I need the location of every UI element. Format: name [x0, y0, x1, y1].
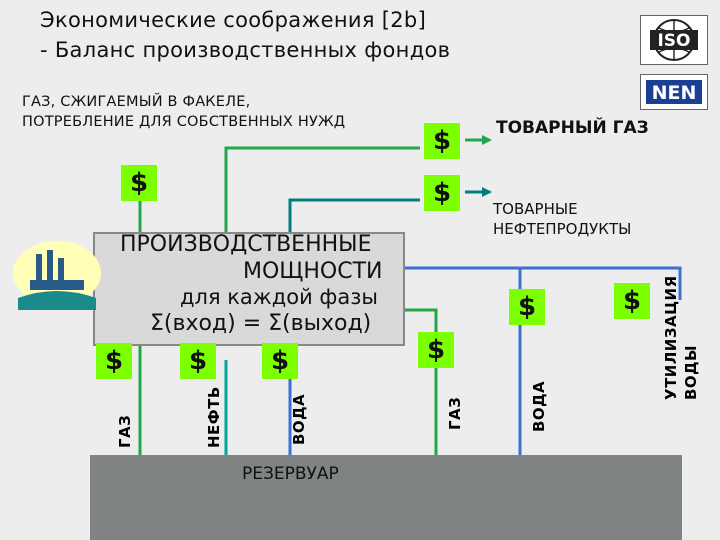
sales-gas-label: ТОВАРНЫЙ ГАЗ — [496, 118, 649, 138]
flared-gas-line — [224, 146, 420, 232]
dollar-gas-in: $ — [96, 343, 132, 379]
gas-out-line — [400, 308, 438, 455]
dollar-gas-out: $ — [418, 332, 454, 368]
oil-products-label-2: НЕФТЕПРОДУКТЫ — [493, 220, 632, 238]
water-out-label: ВОДА — [530, 380, 548, 432]
flared-gas-label-1: ГАЗ, СЖИГАЕМЫЙ В ФАКЕЛЕ, — [22, 94, 251, 110]
svg-text:NEN: NEN — [652, 82, 697, 104]
facility-line-2: МОЩНОСТИ — [243, 259, 383, 284]
gas-out-label: ГАЗ — [446, 396, 464, 430]
dollar-water-disposal: $ — [614, 283, 650, 319]
dollar-water-in: $ — [262, 343, 298, 379]
nen-logo: NEN — [640, 74, 708, 110]
dollar-oil-products: $ — [424, 175, 460, 211]
title-line-2: - Баланс производственных фондов — [40, 38, 451, 62]
facility-line-4: Σ(вход) = Σ(выход) — [150, 311, 372, 336]
facility-icon — [12, 240, 102, 310]
facility-line-3: для каждой фазы — [180, 285, 378, 309]
flared-gas-label-2: ПОТРЕБЛЕНИЕ ДЛЯ СОБСТВЕННЫХ НУЖД — [22, 114, 346, 130]
dollar-flared-gas: $ — [121, 165, 157, 201]
water-disposal-label-2: ВОДЫ — [682, 344, 700, 400]
reservoir-box — [90, 455, 682, 540]
reservoir-label: РЕЗЕРВУАР — [242, 464, 339, 484]
water-in-label: ВОДА — [290, 393, 308, 445]
dollar-oil-in: $ — [180, 343, 216, 379]
facility-line-1: ПРОИЗВОДСТВЕННЫЕ — [120, 232, 372, 257]
oil-products-label-1: ТОВАРНЫЕ — [493, 200, 578, 218]
facility-box — [93, 232, 405, 346]
dollar-water-out: $ — [509, 289, 545, 325]
svg-text:ISO: ISO — [657, 31, 690, 51]
oil-in-label: НЕФТЬ — [205, 386, 223, 448]
gas-in-label: ГАЗ — [116, 414, 134, 448]
title-line-1: Экономические соображения [2b] — [40, 8, 427, 32]
water-disposal-label-1: УТИЛИЗАЦИЯ — [662, 275, 680, 400]
oil-products-line — [288, 198, 420, 232]
iso-logo: ISO — [640, 15, 708, 65]
dollar-sales-gas: $ — [424, 123, 460, 159]
